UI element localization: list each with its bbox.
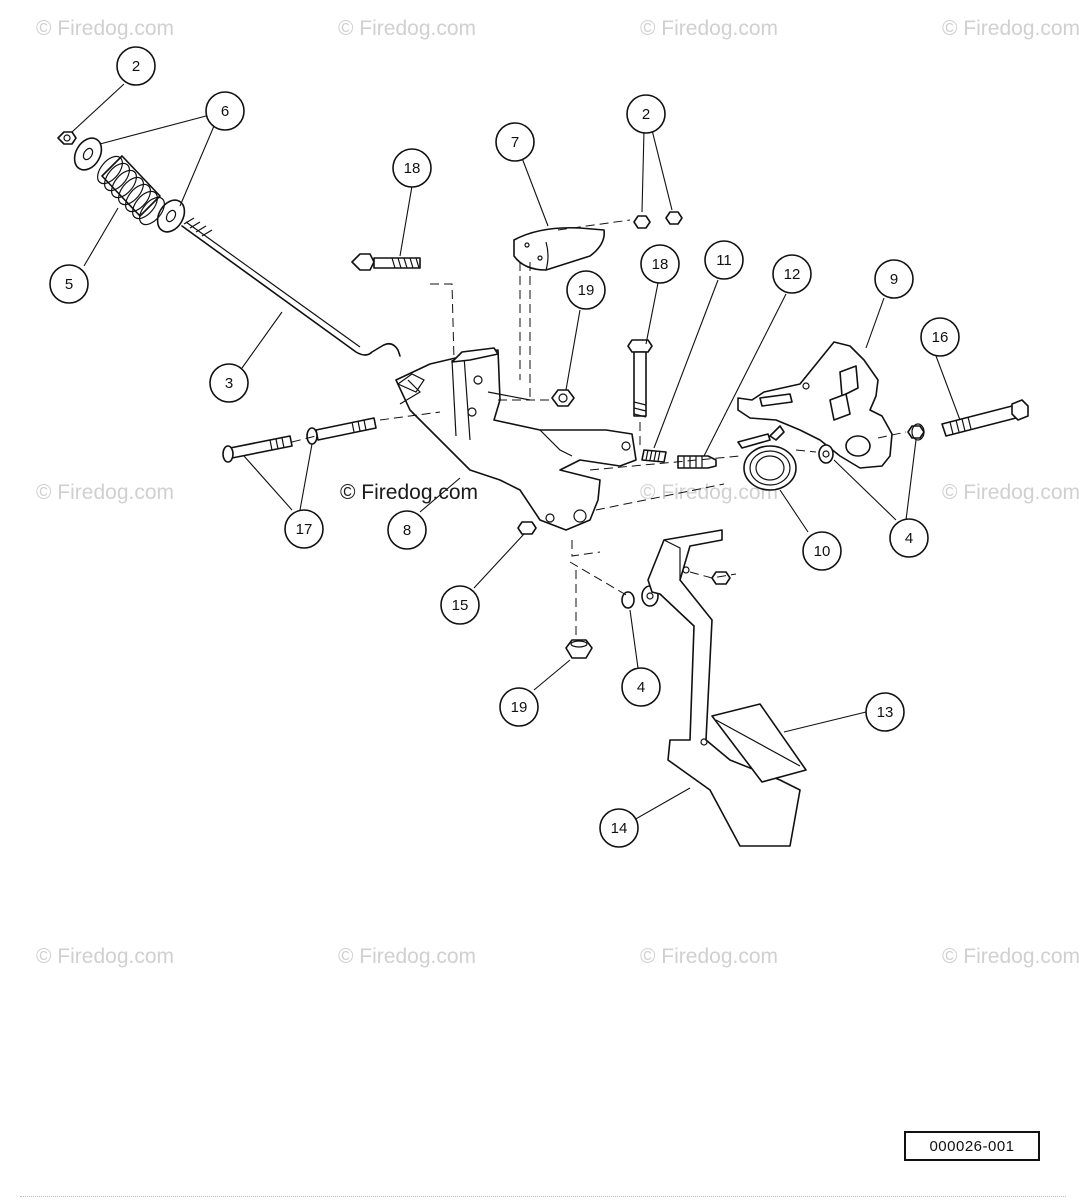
bolt-part: [677, 455, 717, 469]
callout-number: 5: [65, 276, 73, 293]
nut-part: [517, 521, 537, 535]
watermark: © Firedog.com: [36, 945, 174, 968]
callout: 18: [392, 148, 432, 188]
callout-number: 19: [578, 282, 595, 299]
callout: 14: [599, 808, 639, 848]
bolt-part: [306, 417, 377, 445]
callout-number: 7: [511, 134, 519, 151]
watermark: © Firedog.com: [36, 17, 174, 40]
cover-part: [513, 226, 606, 271]
callout-number: 13: [877, 704, 894, 721]
nut-part: [633, 211, 683, 229]
watermark: © Firedog.com: [338, 945, 476, 968]
washer-part: [73, 137, 103, 171]
bottom-rule: [20, 1196, 1066, 1197]
callout-number: 4: [905, 530, 913, 547]
callout-number: 8: [403, 522, 411, 539]
nut-part: [57, 131, 77, 145]
callout-number: 15: [452, 597, 469, 614]
spring-part: [641, 449, 667, 463]
watermark: © Firedog.com: [640, 481, 778, 504]
callout: 19: [566, 270, 606, 310]
washer-part: [818, 444, 834, 464]
callout: 10: [802, 531, 842, 571]
callout-number: 3: [225, 375, 233, 392]
bracket-part: [395, 347, 637, 531]
callout-number: 19: [511, 699, 528, 716]
callout: 2: [116, 46, 156, 86]
callout-number: 6: [221, 103, 229, 120]
callout-number: 17: [296, 521, 313, 538]
watermark: © Firedog.com: [36, 481, 174, 504]
watermark: © Firedog.com: [942, 945, 1080, 968]
watermark: © Firedog.com: [640, 17, 778, 40]
bolt-part: [627, 339, 653, 418]
callout-number: 2: [132, 58, 140, 75]
callout: 6: [205, 91, 245, 131]
watermark: © Firedog.com: [942, 481, 1080, 504]
pedal-bracket-part: [737, 341, 893, 469]
callout-number: 18: [404, 160, 421, 177]
callout: 12: [772, 254, 812, 294]
assembly-lines: [291, 219, 907, 640]
callout-number: 9: [890, 271, 898, 288]
parts: [57, 131, 1029, 847]
bolt-part: [941, 399, 1029, 437]
callout-number: 4: [637, 679, 645, 696]
callout: 2: [626, 94, 666, 134]
callout: 9: [874, 259, 914, 299]
watermark: © Firedog.com: [942, 17, 1080, 40]
callout: 17: [284, 509, 324, 549]
pedal-arm-part: [647, 529, 801, 847]
watermark: © Firedog.com: [338, 17, 476, 40]
pedal-pad-part: [711, 703, 807, 783]
torsion-spring-part: [737, 425, 797, 491]
callout-number: 18: [652, 256, 669, 273]
callout-number: 2: [642, 106, 650, 123]
callout-number: 12: [784, 266, 801, 283]
callout-number: 14: [611, 820, 628, 837]
rod-part: [181, 217, 401, 357]
callout-number: 10: [814, 543, 831, 560]
callout: 16: [920, 317, 960, 357]
washer-part: [156, 199, 186, 233]
nut-part: [565, 639, 593, 659]
nut-part: [907, 423, 925, 441]
leader-lines: [71, 83, 961, 821]
watermarks: © Firedog.com © Firedog.com © Firedog.co…: [36, 17, 1080, 968]
callout: 5: [49, 264, 89, 304]
callout: 3: [209, 363, 249, 403]
callout-number: 16: [932, 329, 949, 346]
callout: 4: [889, 518, 929, 558]
callouts: 2 6 5 18 3 7 2 19 18 11 12 9 16 17 8 15 …: [49, 46, 960, 848]
callout: 4: [621, 667, 661, 707]
callout: 7: [495, 122, 535, 162]
callout: 11: [704, 240, 744, 280]
spring-part: [97, 155, 165, 226]
callout: 19: [499, 687, 539, 727]
callout: 8: [387, 510, 427, 550]
watermark: © Firedog.com: [640, 945, 778, 968]
callout: 13: [865, 692, 905, 732]
bolt-part: [351, 253, 421, 271]
callout-number: 11: [716, 252, 732, 269]
callout: 18: [640, 244, 680, 284]
nut-part: [711, 571, 731, 585]
nut-part: [551, 389, 575, 407]
watermark: © Firedog.com: [340, 481, 478, 504]
reference-code: 000026-001: [904, 1131, 1040, 1161]
callout: 15: [440, 585, 480, 625]
bolt-part: [222, 435, 293, 463]
